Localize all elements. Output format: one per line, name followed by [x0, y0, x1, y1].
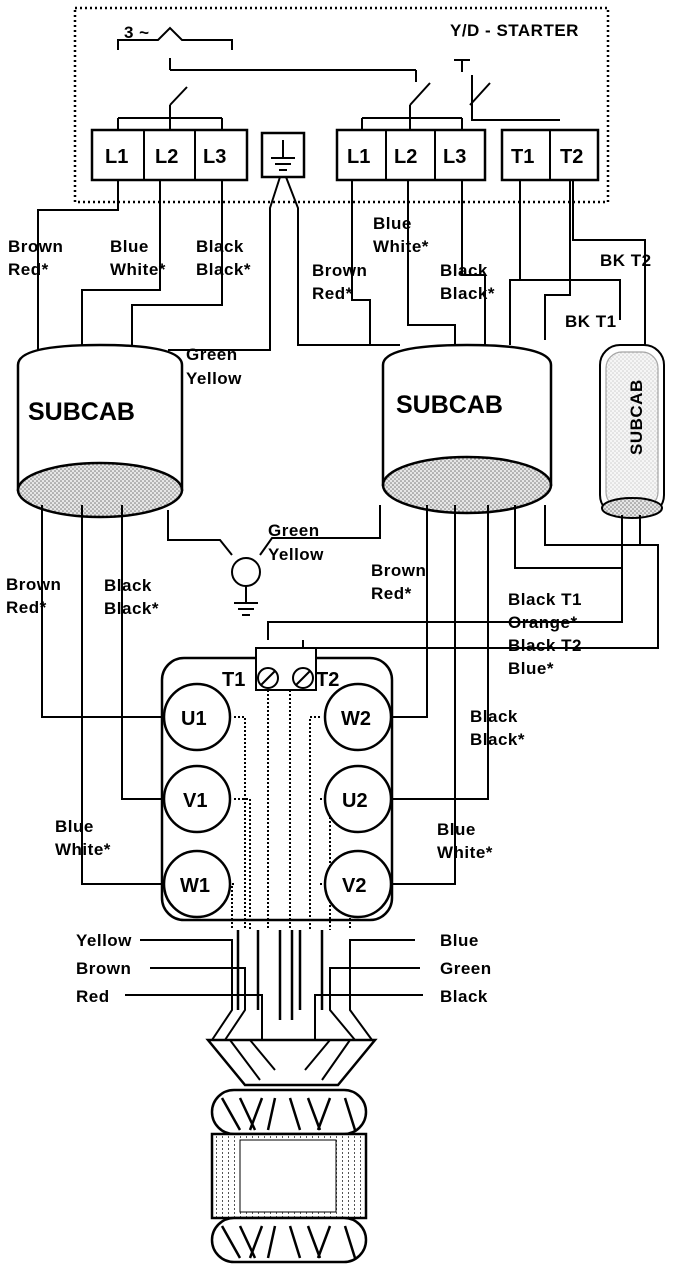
- starter-title: Y/D - STARTER: [450, 21, 579, 40]
- label-orange: Orange*: [508, 613, 578, 632]
- label-black-lower-right: Black: [470, 707, 518, 726]
- terminal-u2: U2: [342, 790, 368, 812]
- label-white-lower-right: White*: [437, 843, 493, 862]
- label-yellow-bottom: Yellow: [268, 545, 324, 564]
- lead-green: Green: [440, 959, 492, 978]
- terminal-l1-left: L1: [105, 146, 128, 168]
- stator-winding: [205, 1038, 378, 1264]
- label-black-t2: Black T2: [508, 636, 582, 655]
- label-red-right: Red*: [312, 284, 353, 303]
- label-bk-t1: BK T1: [565, 312, 617, 331]
- terminal-t2: T2: [560, 146, 583, 168]
- label-black2-right: Black*: [440, 284, 495, 303]
- lead-blue: Blue: [440, 931, 479, 950]
- terminal-block-thermal: T1 T2: [500, 128, 600, 182]
- label-white-right: White*: [373, 237, 429, 256]
- lead-yellow: Yellow: [76, 931, 132, 950]
- terminal-u1: U1: [181, 708, 207, 730]
- label-yellow-top: Yellow: [186, 369, 242, 388]
- wires-lower: [41, 505, 659, 885]
- subcab-right-label: SUBCAB: [396, 391, 503, 419]
- label-brown-right: Brown: [312, 261, 367, 280]
- terminal-t1: T1: [511, 146, 534, 168]
- motor-terminal-box: T1 T2 U1 V1 W1 W2 U2 V2: [160, 647, 394, 930]
- label-brown-left: Brown: [8, 237, 63, 256]
- motor-t2: T2: [316, 669, 339, 691]
- label-blue-right: Blue: [373, 214, 412, 233]
- label-brown-lower-right: Brown: [371, 561, 426, 580]
- starter-box: Y/D - STARTER 3 ~: [73, 6, 610, 204]
- motor-t1: T1: [222, 669, 245, 691]
- lead-brown: Brown: [76, 959, 131, 978]
- label-green-top: Green: [186, 345, 238, 364]
- label-black2-lower-left: Black*: [104, 599, 159, 618]
- terminal-l2-left: L2: [155, 146, 178, 168]
- subcab-left: SUBCAB: [16, 343, 184, 519]
- label-white-left: White*: [110, 260, 166, 279]
- subcab-small: SUBCAB: [599, 344, 665, 519]
- terminal-l2-right: L2: [394, 146, 417, 168]
- terminal-w1: W1: [180, 875, 210, 897]
- motor-leads: Yellow Brown Red Blue Green Black: [76, 930, 492, 1041]
- label-blue-lower-right: Blue: [437, 820, 476, 839]
- label-black-t1: Black T1: [508, 590, 582, 609]
- label-black2-left: Black*: [196, 260, 251, 279]
- subcab-left-label: SUBCAB: [28, 398, 135, 426]
- label-black2-lower-right: Black*: [470, 730, 525, 749]
- label-white-lower-left: White*: [55, 840, 111, 859]
- label-black-lower-left: Black: [104, 576, 152, 595]
- label-red-lower-left: Red*: [6, 598, 47, 617]
- lead-black: Black: [440, 987, 488, 1006]
- label-brown-lower-left: Brown: [6, 575, 61, 594]
- terminal-l3-right: L3: [443, 146, 466, 168]
- label-black-left: Black: [196, 237, 244, 256]
- label-bk-t2: BK T2: [600, 251, 652, 270]
- supply-label: 3 ~: [124, 23, 150, 42]
- label-red-left: Red*: [8, 260, 49, 279]
- label-blue-left: Blue: [110, 237, 149, 256]
- label-red-lower-right: Red*: [371, 584, 412, 603]
- wires-upper: [37, 176, 646, 370]
- terminal-block-left: L1 L2 L3: [90, 128, 249, 182]
- terminal-v1: V1: [183, 790, 207, 812]
- label-black-right: Black: [440, 261, 488, 280]
- terminal-block-right: L1 L2 L3: [335, 128, 487, 182]
- earth-terminal: [260, 131, 306, 179]
- terminal-l3-left: L3: [203, 146, 226, 168]
- subcab-small-label: SUBCAB: [627, 379, 646, 455]
- label-blue-t2: Blue*: [508, 659, 554, 678]
- subcab-right: SUBCAB: [381, 343, 553, 515]
- labels-upper: Brown Red* Blue White* Black Black* Gree…: [8, 214, 652, 388]
- labels-lower: Green Yellow Brown Red* Black Black* Blu…: [6, 521, 582, 862]
- label-blue-lower-left: Blue: [55, 817, 94, 836]
- terminal-v2: V2: [342, 875, 366, 897]
- terminal-w2: W2: [341, 708, 371, 730]
- terminal-l1-right: L1: [347, 146, 370, 168]
- label-green-bottom: Green: [268, 521, 320, 540]
- lead-red: Red: [76, 987, 110, 1006]
